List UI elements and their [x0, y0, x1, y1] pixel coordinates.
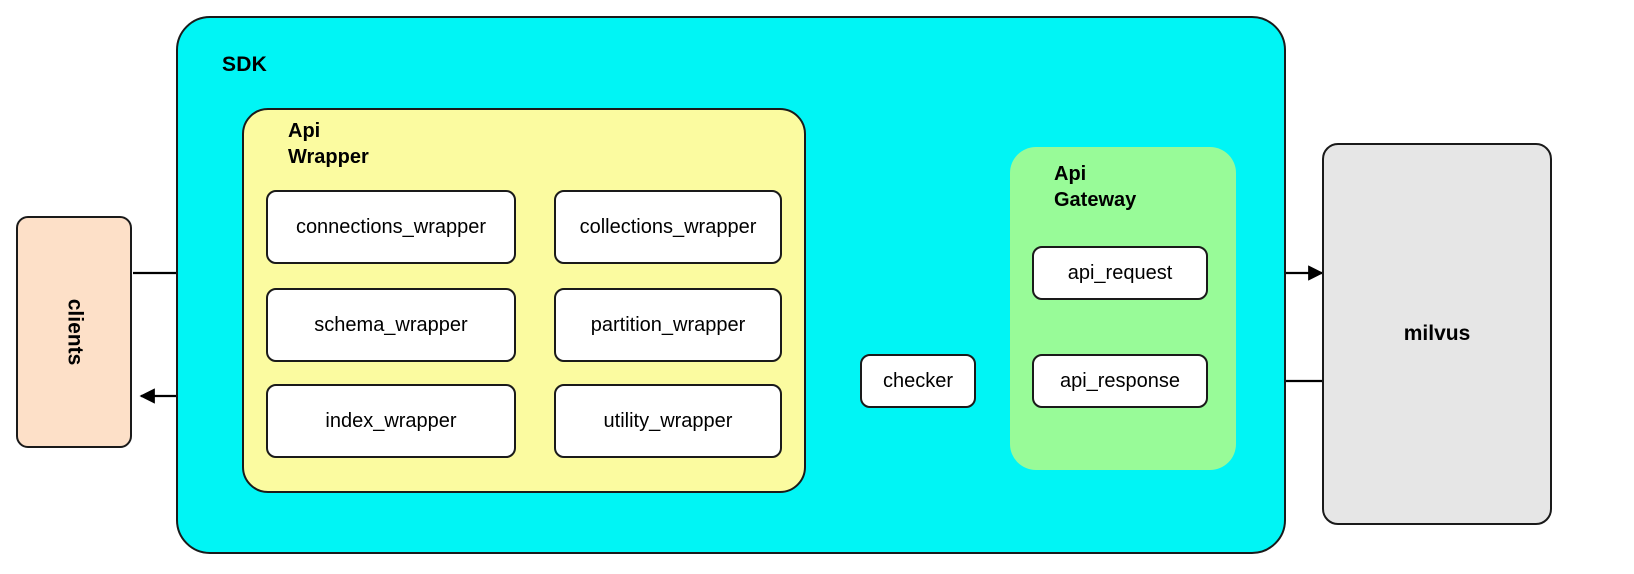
- container-api-gateway-label-line2: Gateway: [1054, 189, 1137, 211]
- node-milvus[interactable]: milvus: [1322, 143, 1552, 525]
- node-connections-wrapper-label: connections_wrapper: [295, 216, 487, 238]
- node-schema-wrapper[interactable]: schema_wrapper: [266, 288, 516, 362]
- node-clients[interactable]: clients: [16, 216, 132, 448]
- container-sdk-label: SDK: [222, 53, 267, 76]
- node-api-response[interactable]: api_response: [1032, 354, 1208, 408]
- container-api-gateway-label: Api Gateway: [1054, 161, 1184, 213]
- node-checker[interactable]: checker: [860, 354, 976, 408]
- node-connections-wrapper[interactable]: connections_wrapper: [266, 190, 516, 264]
- node-api-request[interactable]: api_request: [1032, 246, 1208, 300]
- node-collections-wrapper-label: collections_wrapper: [579, 216, 757, 238]
- node-utility-wrapper-label: utility_wrapper: [603, 410, 733, 432]
- node-index-wrapper-label: index_wrapper: [325, 410, 457, 432]
- node-milvus-label: milvus: [1403, 322, 1471, 345]
- node-checker-label: checker: [882, 369, 954, 392]
- container-api-gateway-label-line1: Api: [1054, 163, 1087, 185]
- node-partition-wrapper[interactable]: partition_wrapper: [554, 288, 782, 362]
- node-collections-wrapper[interactable]: collections_wrapper: [554, 190, 782, 264]
- node-utility-wrapper[interactable]: utility_wrapper: [554, 384, 782, 458]
- container-api-wrapper-label-line1: Api: [288, 120, 321, 142]
- node-api-request-label: api_request: [1067, 261, 1173, 284]
- container-api-wrapper-label: Api Wrapper: [288, 118, 438, 170]
- node-schema-wrapper-label: schema_wrapper: [314, 314, 468, 336]
- container-api-wrapper-label-line2: Wrapper: [288, 146, 369, 168]
- node-clients-label: clients: [63, 298, 86, 366]
- node-index-wrapper[interactable]: index_wrapper: [266, 384, 516, 458]
- container-api-gateway[interactable]: Api Gateway: [1010, 147, 1236, 470]
- node-partition-wrapper-label: partition_wrapper: [590, 314, 746, 336]
- node-api-response-label: api_response: [1059, 369, 1181, 392]
